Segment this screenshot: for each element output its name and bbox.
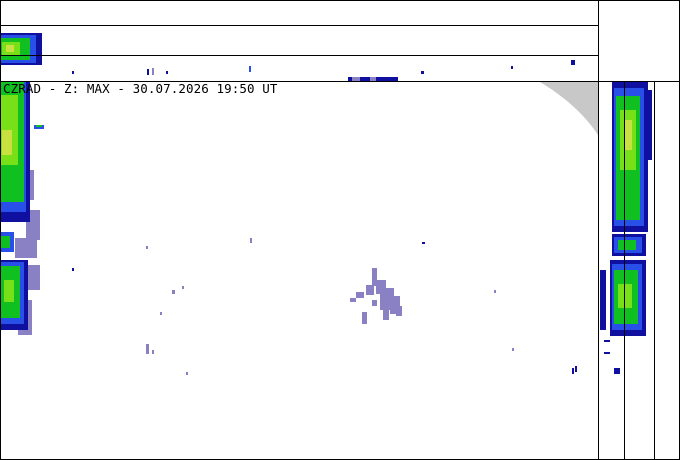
side-projection-echoes	[600, 82, 652, 374]
main-map-echoes	[0, 82, 577, 375]
top-projection-echoes	[0, 33, 575, 81]
outside-range-area	[540, 82, 598, 135]
radar-title: CZRAD - Z: MAX - 30.07.2026 19:50 UT	[3, 81, 278, 96]
